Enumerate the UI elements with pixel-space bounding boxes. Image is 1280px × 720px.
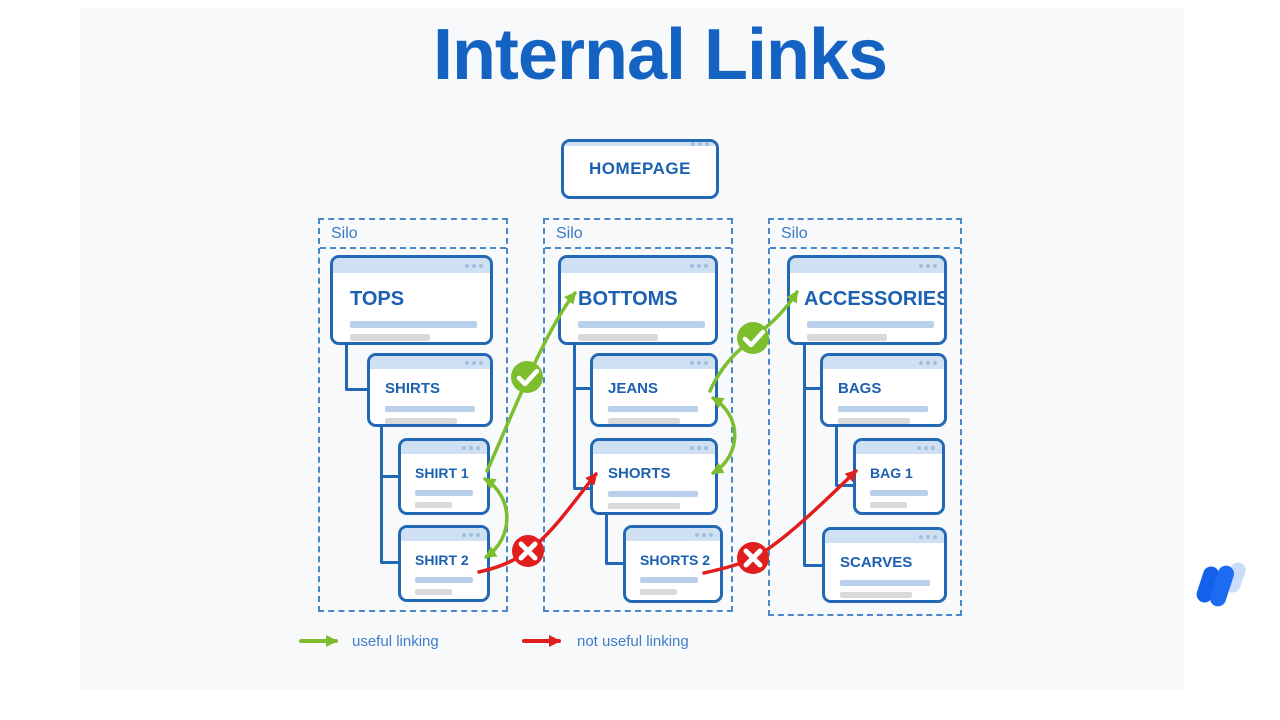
text-line-placeholder — [578, 321, 705, 328]
text-line-placeholder — [415, 589, 452, 595]
text-line-placeholder — [350, 321, 477, 328]
text-line-placeholder — [608, 503, 680, 509]
window-dots-icon — [919, 534, 923, 539]
text-line-placeholder — [578, 334, 658, 341]
silo-label-row: Silo — [320, 220, 506, 249]
legend-not-useful-label: not useful linking — [577, 633, 689, 650]
text-line-placeholder — [608, 491, 698, 497]
window-titlebar — [401, 528, 487, 541]
page-box-title: SHORTS — [608, 465, 671, 482]
window-dots-icon — [690, 263, 694, 268]
text-line-placeholder — [838, 418, 910, 424]
silo-label: Silo — [556, 224, 583, 242]
text-line-placeholder — [870, 490, 928, 496]
text-line-placeholder — [807, 321, 934, 328]
legend-useful-label: useful linking — [352, 633, 439, 650]
connector-bottoms-shorts — [573, 345, 590, 490]
text-line-placeholder — [608, 406, 698, 412]
text-line-placeholder — [385, 406, 475, 412]
text-line-placeholder — [838, 406, 928, 412]
text-line-placeholder — [640, 589, 677, 595]
page-box-title: BOTTOMS — [578, 288, 678, 310]
page-box-scarves: SCARVES — [822, 527, 947, 603]
window-titlebar — [564, 142, 716, 146]
connector-shirts-shirt2 — [380, 427, 398, 564]
connector-tops-shirts — [345, 345, 367, 391]
silo-label-row: Silo — [545, 220, 731, 249]
page-box-title: SHIRT 2 — [415, 552, 469, 568]
text-line-placeholder — [840, 580, 930, 586]
page-box-shorts: SHORTS — [590, 438, 718, 515]
window-titlebar — [856, 441, 942, 454]
page-box-tops: TOPS — [330, 255, 493, 345]
connector-shorts-shorts2 — [605, 515, 623, 565]
window-titlebar — [561, 258, 715, 273]
page-box-homepage: HOMEPAGE — [561, 139, 719, 199]
text-line-placeholder — [415, 490, 473, 496]
text-line-placeholder — [415, 502, 452, 508]
window-titlebar — [370, 356, 490, 369]
window-dots-icon — [465, 360, 469, 365]
page-box-title: SHIRTS — [385, 380, 441, 397]
page-box-bag1: BAG 1 — [853, 438, 945, 515]
window-dots-icon — [695, 532, 699, 537]
window-dots-icon — [462, 532, 466, 537]
text-line-placeholder — [385, 418, 457, 424]
page-box-title: JEANS — [608, 380, 659, 397]
page-box-jeans: JEANS — [590, 353, 718, 427]
window-dots-icon — [462, 445, 466, 450]
page-box-title: ACCESSORIES — [804, 288, 947, 310]
silo-3: Silo — [768, 218, 962, 616]
text-line-placeholder — [840, 592, 912, 598]
window-titlebar — [593, 356, 715, 369]
connector-bags-bag1 — [835, 427, 853, 487]
window-dots-icon — [465, 263, 469, 268]
page-box-title: SHORTS 2 — [640, 552, 711, 568]
text-line-placeholder — [870, 502, 907, 508]
page-box-accessories: ACCESSORIES — [787, 255, 947, 345]
window-dots-icon — [690, 360, 694, 365]
page-box-title: BAGS — [838, 380, 882, 397]
window-titlebar — [593, 441, 715, 454]
page-box-shorts2: SHORTS 2 — [623, 525, 723, 603]
window-dots-icon — [919, 360, 923, 365]
page-box-shirt2: SHIRT 2 — [398, 525, 490, 602]
silo-label: Silo — [781, 224, 808, 242]
window-titlebar — [401, 441, 487, 454]
silo-label: Silo — [331, 224, 358, 242]
window-titlebar — [823, 356, 944, 369]
silo-label-row: Silo — [770, 220, 960, 249]
window-titlebar — [333, 258, 490, 273]
page-box-title: HOMEPAGE — [589, 159, 691, 178]
text-line-placeholder — [608, 418, 680, 424]
window-dots-icon — [919, 263, 923, 268]
page-title: Internal Links — [432, 15, 888, 95]
page-box-title: SHIRT 1 — [415, 465, 469, 481]
page-box-bottoms: BOTTOMS — [558, 255, 718, 345]
page-box-shirts: SHIRTS — [367, 353, 493, 427]
watermark-logo-icon — [1196, 562, 1246, 607]
page-box-title: SCARVES — [840, 554, 913, 571]
window-titlebar — [825, 530, 944, 543]
text-line-placeholder — [350, 334, 430, 341]
window-dots-icon — [690, 445, 694, 450]
text-line-placeholder — [807, 334, 887, 341]
text-line-placeholder — [640, 577, 698, 583]
page-box-title: TOPS — [350, 288, 405, 310]
window-dots-icon — [691, 142, 695, 146]
window-titlebar — [790, 258, 944, 273]
page-box-bags: BAGS — [820, 353, 947, 427]
page-box-shirt1: SHIRT 1 — [398, 438, 490, 515]
page-box-title: BAG 1 — [870, 465, 913, 481]
window-dots-icon — [917, 445, 921, 450]
text-line-placeholder — [415, 577, 473, 583]
window-titlebar — [626, 528, 720, 541]
